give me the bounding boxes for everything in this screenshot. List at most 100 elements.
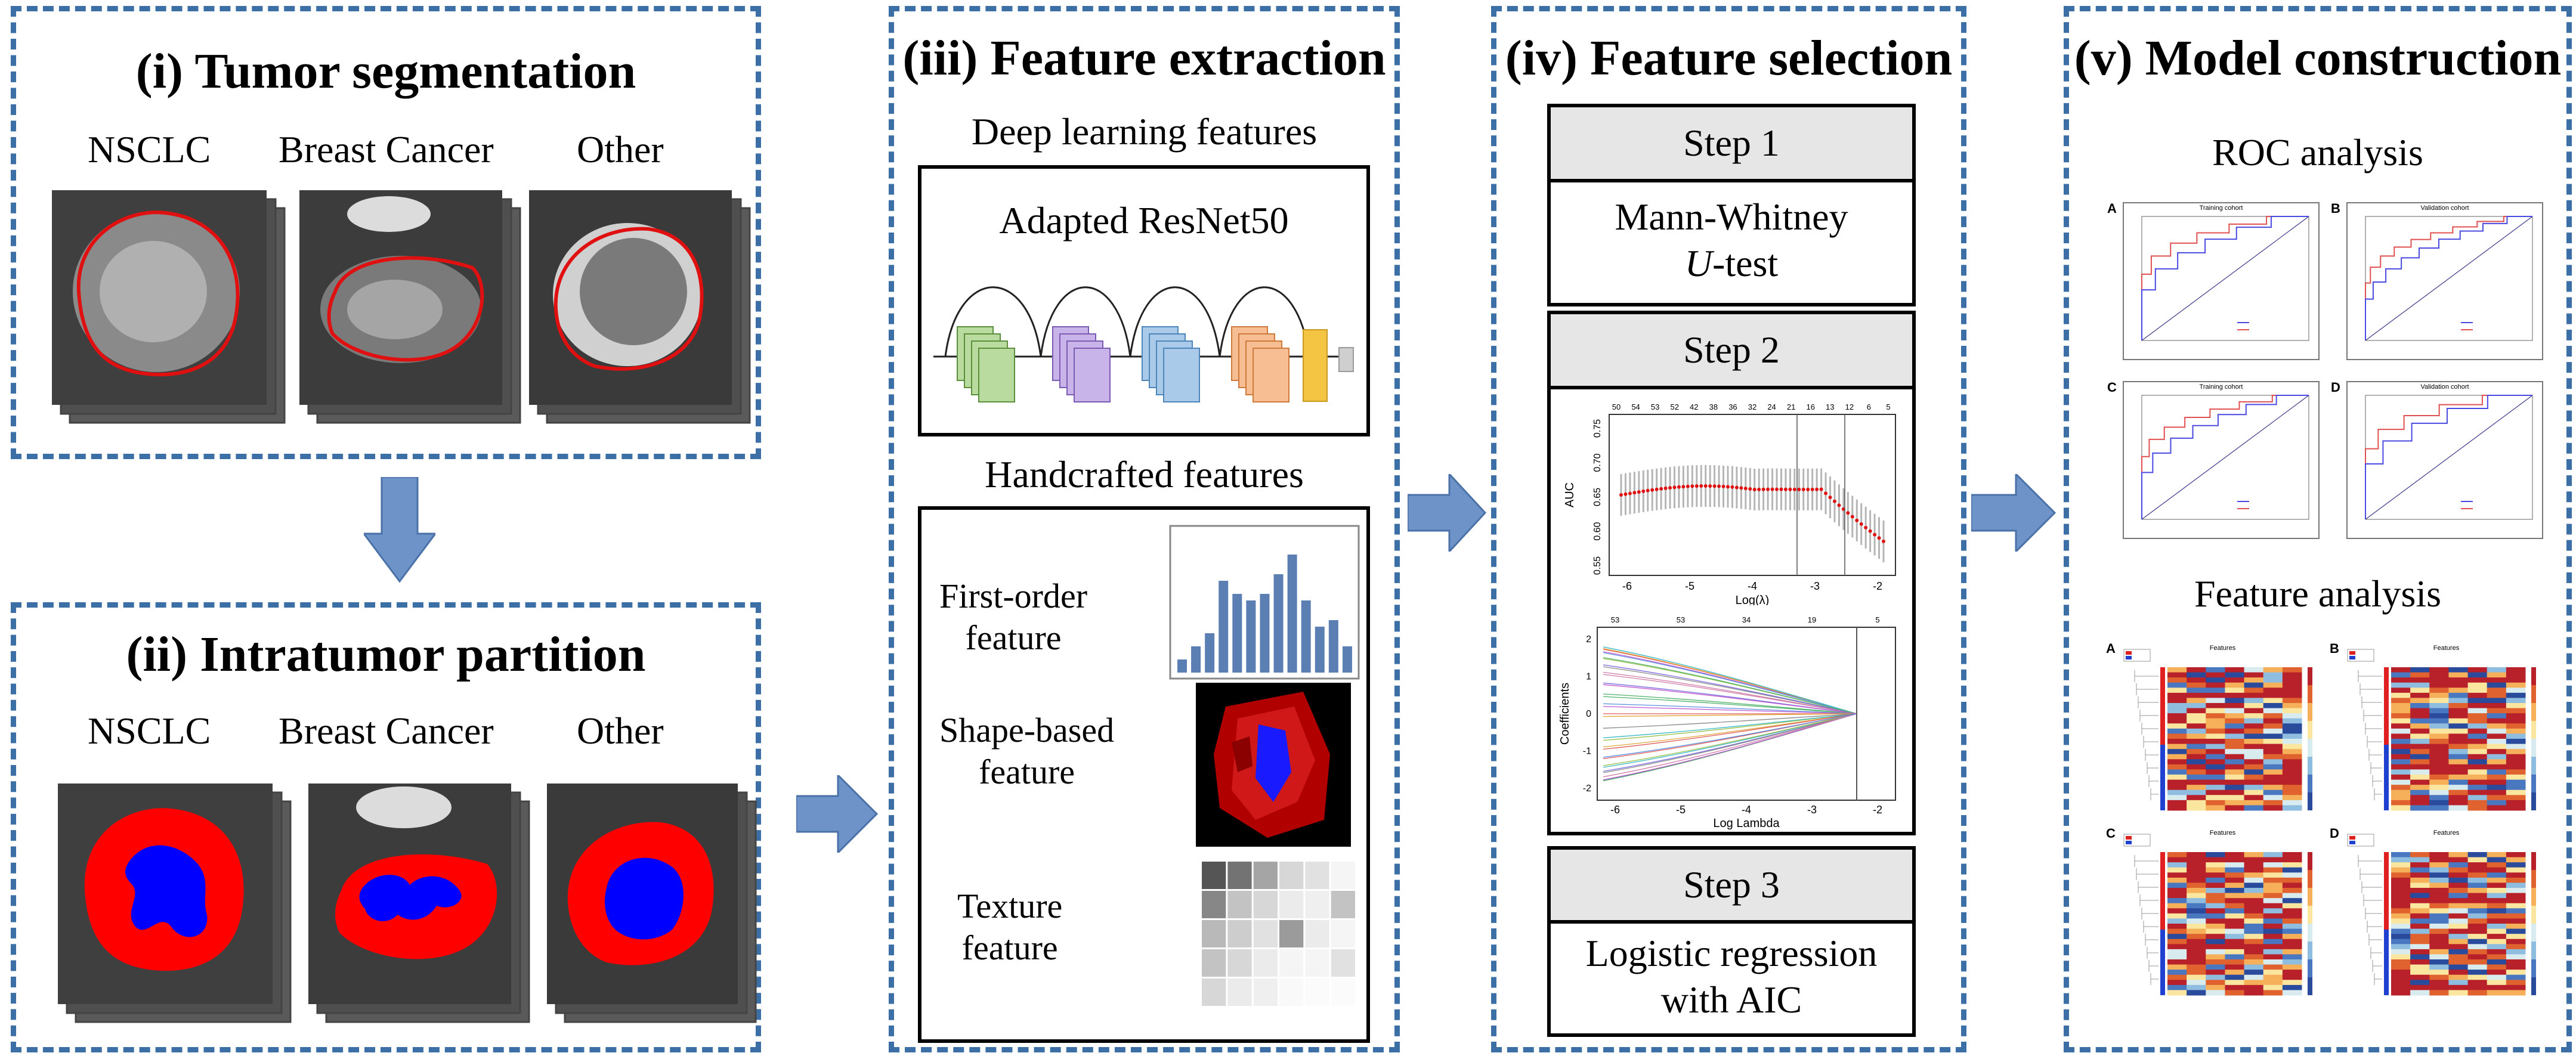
heatmap-cell bbox=[2410, 954, 2430, 960]
texture-cell bbox=[1202, 891, 1226, 918]
heatmap-cell bbox=[2263, 667, 2283, 673]
heatmap-cell bbox=[2467, 764, 2488, 770]
heatmap-cell bbox=[2487, 795, 2507, 801]
heatmap-cell bbox=[2467, 970, 2488, 976]
shape-render bbox=[1196, 683, 1351, 847]
heatmap-cell bbox=[2282, 928, 2302, 934]
heatmap-cell bbox=[2448, 888, 2469, 894]
label-breast-cancer: Breast Cancer bbox=[279, 710, 494, 752]
heatmap-cell bbox=[2263, 800, 2283, 806]
other-partition-image bbox=[547, 784, 757, 1023]
heatmap-cell bbox=[2244, 677, 2264, 683]
heatmap-cell bbox=[2448, 898, 2469, 904]
heatmap-cell bbox=[2282, 805, 2302, 811]
auc-toptick: 54 bbox=[1631, 402, 1640, 411]
heatmap-cell bbox=[2448, 990, 2469, 996]
heatmap-cell bbox=[2282, 903, 2302, 909]
heatmap-cell bbox=[2167, 924, 2187, 930]
roc-panel-key: C bbox=[2107, 380, 2117, 395]
heatmap-cell bbox=[2467, 928, 2488, 934]
heatmap-cell bbox=[2506, 708, 2526, 714]
coef-toptick: 19 bbox=[1808, 615, 1816, 624]
heatmap-cell bbox=[2429, 805, 2449, 811]
heatmap-cell bbox=[2187, 800, 2206, 806]
heatmap-cell bbox=[2167, 857, 2187, 863]
heatmap-cell bbox=[2167, 708, 2187, 714]
auc-toptick: 52 bbox=[1670, 402, 1678, 411]
heatmap-cell bbox=[2448, 764, 2469, 770]
heatmap-cell bbox=[2391, 769, 2411, 775]
heatmap-cell bbox=[2206, 744, 2225, 750]
heatmap-cell bbox=[2187, 990, 2206, 996]
heatmap-cell bbox=[2429, 677, 2449, 683]
heatmap-cell bbox=[2410, 795, 2430, 801]
heatmap-cell bbox=[2467, 805, 2488, 811]
heatmap-cell bbox=[2391, 682, 2411, 688]
heatmap-cell bbox=[2429, 918, 2449, 924]
heatmap-cell bbox=[2225, 672, 2245, 678]
heatmap-cell bbox=[2391, 733, 2411, 739]
heatmap-legend-swatch bbox=[2126, 656, 2132, 659]
heatmap-cell bbox=[2506, 980, 2526, 986]
histogram-bar bbox=[1177, 659, 1187, 673]
heatmap-cell bbox=[2391, 728, 2411, 734]
heatmap-cell bbox=[2244, 779, 2264, 785]
heatmap-cell bbox=[2167, 939, 2187, 944]
heatmap-cell bbox=[2487, 970, 2507, 976]
heatmap-legend-swatch bbox=[2126, 651, 2132, 655]
breast-cancer-partition-image bbox=[308, 784, 530, 1023]
coef-path bbox=[1603, 706, 1857, 714]
heatmap-cell bbox=[2410, 698, 2430, 704]
heatmap-cell bbox=[2429, 718, 2449, 724]
heatmap-cell bbox=[2410, 749, 2430, 755]
texture-cell bbox=[1227, 949, 1252, 977]
heatmap-cell bbox=[2187, 779, 2206, 785]
label-nsclc: NSCLC bbox=[88, 128, 211, 171]
heatmap-legend-swatch bbox=[2349, 836, 2355, 840]
heatmap-cell bbox=[2244, 739, 2264, 745]
heatmap-cell bbox=[2410, 754, 2430, 760]
heatmap-cell bbox=[2410, 779, 2430, 785]
heatmap-scale bbox=[2531, 792, 2536, 810]
heatmap-cell bbox=[2225, 934, 2245, 940]
heatmap-cell bbox=[2487, 872, 2507, 878]
coef-path bbox=[1603, 713, 1857, 773]
heatmap-cell bbox=[2282, 733, 2302, 739]
heatmap-cell bbox=[2187, 708, 2206, 714]
auc-ylabel: AUC bbox=[1563, 482, 1576, 507]
roc-curves bbox=[2365, 395, 2533, 520]
heatmap-cell bbox=[2410, 984, 2430, 990]
heatmap-cell bbox=[2225, 903, 2245, 909]
heatmap-cell bbox=[2282, 867, 2302, 873]
heatmap-cell bbox=[2167, 672, 2187, 678]
heatmap-cell bbox=[2225, 692, 2245, 698]
heatmap-cell bbox=[2410, 898, 2430, 904]
auc-point bbox=[1873, 532, 1877, 537]
heatmap-cell bbox=[2448, 980, 2469, 986]
heatmap-cell bbox=[2263, 698, 2283, 704]
texture-label: Texture feature bbox=[957, 887, 1063, 967]
heatmap-cell bbox=[2506, 949, 2526, 955]
heatmap-cell bbox=[2410, 723, 2430, 729]
texture-matrix bbox=[1202, 862, 1355, 1006]
heatmap-scale bbox=[2531, 703, 2536, 721]
texture-cell bbox=[1253, 978, 1278, 1006]
heatmap-cell bbox=[2429, 703, 2449, 709]
heatmap-scale bbox=[2308, 888, 2312, 906]
heatmap-cell bbox=[2391, 744, 2411, 750]
coef-toptick: 53 bbox=[1611, 615, 1619, 624]
heatmap-cell bbox=[2244, 867, 2264, 873]
heatmap-cell bbox=[2282, 795, 2302, 801]
roc-curve-blue bbox=[2141, 216, 2309, 340]
heatmap-cell bbox=[2467, 908, 2488, 914]
heatmap-cell bbox=[2225, 882, 2245, 888]
auc-point bbox=[1730, 485, 1734, 489]
coef-ytick: -2 bbox=[1583, 784, 1591, 794]
auc-point bbox=[1757, 487, 1761, 491]
heatmap-cell bbox=[2448, 723, 2469, 729]
heatmap-cell bbox=[2282, 713, 2302, 719]
heatmap-cell bbox=[2263, 990, 2283, 996]
breast-cancer-segmentation-image bbox=[299, 190, 521, 424]
